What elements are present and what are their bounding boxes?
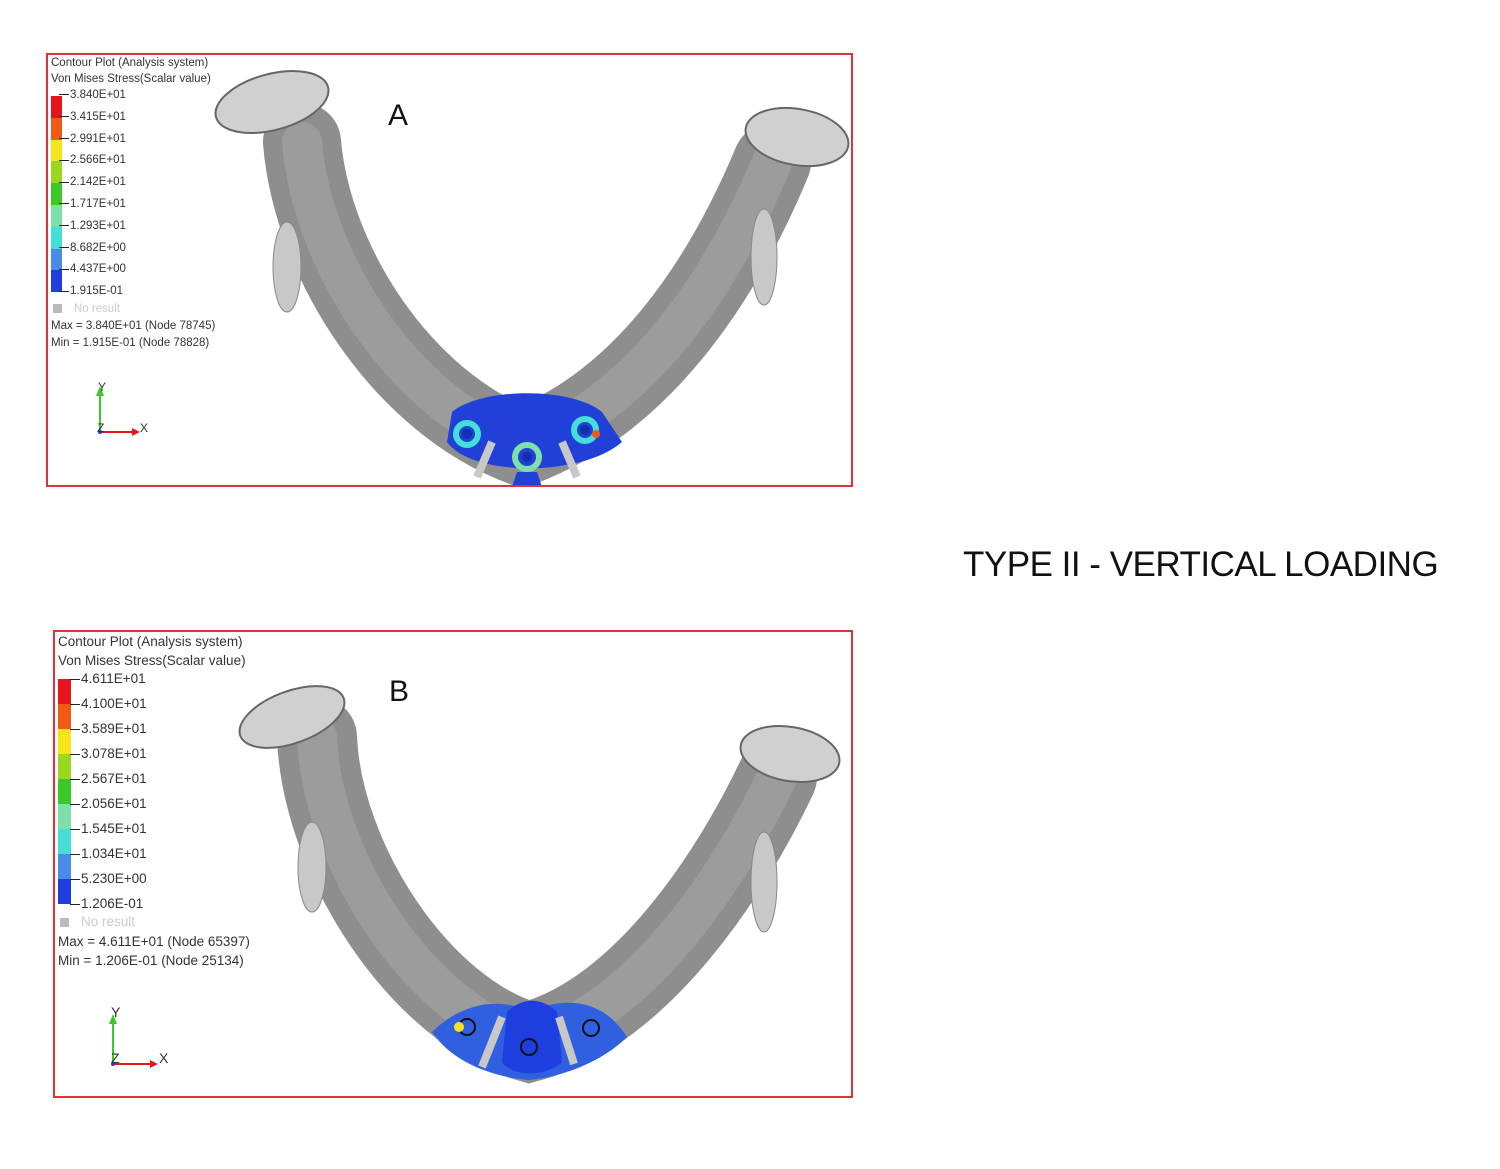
axis-x-label: X xyxy=(140,421,149,435)
color-scale-bar xyxy=(51,96,62,293)
color-scale-segment xyxy=(51,183,62,205)
max-value: Max = 3.840E+01 (Node 78745) xyxy=(51,320,216,332)
legend-tick-label: 4.611E+01 xyxy=(72,672,146,686)
min-value: Min = 1.206E-01 (Node 25134) xyxy=(58,953,244,968)
mandible-model-a xyxy=(214,70,850,485)
legend-tick-label: 3.078E+01 xyxy=(72,747,147,761)
contour-plot-panel-b: Contour Plot (Analysis system) Von Mises… xyxy=(53,630,853,1098)
legend-tick-label: 1.206E-01 xyxy=(72,897,143,911)
color-scale-segment xyxy=(58,879,71,904)
color-scale-segment xyxy=(51,204,62,227)
panel-label-a: A xyxy=(388,99,409,132)
legend-tick-label: 4.437E+00 xyxy=(61,264,126,276)
axis-triad-icon xyxy=(96,386,140,436)
color-scale-segment xyxy=(58,804,71,829)
legend-a: Contour Plot (Analysis system) Von Mises… xyxy=(51,57,215,349)
color-scale-segment xyxy=(58,729,71,754)
legend-tick-label: 1.545E+01 xyxy=(72,822,147,836)
color-scale-segment xyxy=(51,248,62,271)
axis-triad-icon xyxy=(109,1014,158,1068)
color-scale-segment xyxy=(58,704,71,729)
no-result-label: No result xyxy=(53,303,120,316)
color-scale-segment xyxy=(51,226,62,249)
color-scale-segment xyxy=(58,829,71,854)
legend-tick-label: 3.415E+01 xyxy=(61,111,126,124)
max-value: Max = 4.611E+01 (Node 65397) xyxy=(58,934,250,949)
color-scale-segment xyxy=(51,117,62,140)
legend-tick-label: 2.142E+01 xyxy=(61,177,126,189)
contour-plot-panel-a: Contour Plot (Analysis system) Von Mises… xyxy=(46,53,853,487)
legend-tick-label: 4.100E+01 xyxy=(72,697,147,711)
mandible-model-b xyxy=(238,685,841,1084)
color-scale-segment xyxy=(58,679,71,704)
legend-tick-label: 2.056E+01 xyxy=(72,797,147,811)
legend-subheader: Von Mises Stress(Scalar value) xyxy=(58,653,246,668)
legend-header: Contour Plot (Analysis system) xyxy=(51,57,209,69)
legend-subheader: Von Mises Stress(Scalar value) xyxy=(51,73,211,85)
legend-tick-label: 8.682E+00 xyxy=(61,242,126,255)
legend-header: Contour Plot (Analysis system) xyxy=(58,634,243,649)
axis-y-label: Y xyxy=(111,1004,121,1020)
legend-tick-label: 2.567E+01 xyxy=(72,772,147,786)
axis-x-label: X xyxy=(159,1050,169,1066)
legend-tick-label: 1.034E+01 xyxy=(72,847,147,861)
figure-title: TYPE II - VERTICAL LOADING xyxy=(963,545,1439,584)
color-scale-segment xyxy=(58,754,71,779)
min-value: Min = 1.915E-01 (Node 78828) xyxy=(51,337,210,349)
axis-z-label: Z xyxy=(97,421,105,435)
color-scale-segment xyxy=(51,139,62,162)
color-scale-segment xyxy=(58,779,71,804)
legend-tick-label: 1.915E-01 xyxy=(61,286,123,298)
legend-b: Contour Plot (Analysis system) Von Mises… xyxy=(58,634,250,967)
axis-y-label: Y xyxy=(98,380,107,394)
color-scale-segment xyxy=(58,854,71,879)
color-scale-segment xyxy=(51,270,62,293)
color-scale-bar xyxy=(58,679,71,904)
color-scale-segment xyxy=(51,96,62,118)
legend-tick-label: 1.293E+01 xyxy=(61,220,126,233)
legend-tick-label: 1.717E+01 xyxy=(61,198,126,211)
axis-z-label: Z xyxy=(111,1050,120,1066)
legend-tick-label: 2.991E+01 xyxy=(61,133,126,146)
no-result-label: No result xyxy=(60,915,135,929)
legend-tick-label: 3.589E+01 xyxy=(72,722,147,736)
panel-label-b: B xyxy=(389,675,410,708)
legend-tick-label: 2.566E+01 xyxy=(61,155,126,167)
legend-tick-label: 5.230E+00 xyxy=(72,872,147,886)
color-scale-segment xyxy=(51,161,62,184)
legend-tick-label: 3.840E+01 xyxy=(61,89,126,102)
